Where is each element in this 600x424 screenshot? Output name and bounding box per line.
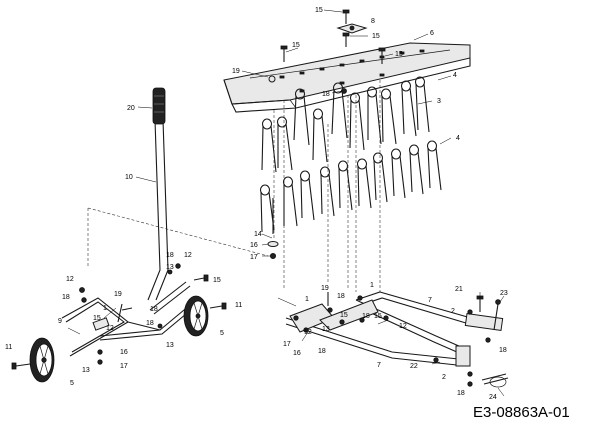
alignment-lines: [87, 80, 381, 292]
callout-12: 12: [304, 329, 312, 336]
spring-tine: [312, 108, 328, 163]
callout-18: 18: [499, 347, 507, 354]
spring-tines-lower-row: [259, 140, 442, 233]
rail-bolts: [268, 9, 386, 94]
callout-15: 15: [93, 315, 101, 322]
callout-7: 7: [428, 297, 432, 304]
callout-9: 9: [58, 318, 62, 325]
callout-3: 3: [437, 98, 441, 105]
callout-17: 17: [250, 254, 258, 261]
callout-18: 18: [146, 320, 154, 327]
callout-2: 2: [451, 308, 455, 315]
spring-tine: [331, 82, 348, 139]
callout-15: 15: [372, 33, 380, 40]
callout-6: 6: [430, 30, 434, 37]
callout-15: 15: [374, 313, 382, 320]
callout-15: 15: [292, 42, 300, 49]
tine-mounting-rail: [223, 42, 471, 113]
tow-bar-assembly: [285, 291, 509, 388]
spring-tine: [390, 148, 406, 199]
callout-18: 18: [457, 390, 465, 397]
bolt-washer-nut-stack: [267, 198, 279, 259]
wheel-left: [29, 337, 55, 383]
spring-tine: [380, 88, 397, 145]
callout-15: 15: [213, 277, 221, 284]
callout-10: 10: [125, 174, 133, 181]
callout-18: 18: [318, 348, 326, 355]
callout-18: 18: [150, 306, 158, 313]
callout-8: 8: [371, 18, 375, 25]
spring-tine: [366, 86, 382, 145]
callout-5: 5: [70, 380, 74, 387]
callout-4: 4: [453, 72, 457, 79]
callout-1: 1: [370, 282, 374, 289]
callout-19: 19: [321, 285, 329, 292]
callout-14: 14: [254, 231, 262, 238]
callout-12: 12: [184, 252, 192, 259]
axle-bolts: [11, 274, 227, 370]
callout-1: 1: [305, 296, 309, 303]
callout-12: 12: [106, 325, 114, 332]
callout-18: 18: [362, 313, 370, 320]
callout-2: 2: [442, 374, 446, 381]
callout-20: 20: [127, 105, 135, 112]
spring-tine: [276, 116, 293, 171]
callout-18: 18: [337, 293, 345, 300]
callout-17: 17: [120, 363, 128, 370]
drawing-code: E3-08863A-01: [473, 404, 570, 421]
callout-15: 15: [395, 51, 403, 58]
left-wheel-frame: [61, 263, 199, 365]
callout-15: 15: [340, 312, 348, 319]
callout-11: 11: [5, 344, 12, 351]
push-handle: [147, 87, 169, 301]
spring-tine: [408, 144, 424, 195]
spring-tine: [299, 170, 315, 221]
callout-12: 12: [66, 276, 74, 283]
callout-19: 19: [232, 68, 240, 75]
callout-16: 16: [250, 242, 258, 249]
callout-17: 17: [283, 341, 291, 348]
spring-tine: [293, 88, 310, 146]
spring-tine: [337, 160, 353, 211]
spring-tine: [319, 166, 335, 217]
callout-12: 12: [399, 323, 407, 330]
callout-21: 21: [455, 286, 463, 293]
callout-4: 4: [456, 135, 460, 142]
callout-1: 1: [103, 305, 107, 312]
callout-5: 5: [220, 330, 224, 337]
callout-11: 11: [235, 302, 242, 309]
callout-18: 18: [322, 91, 330, 98]
spring-tine: [356, 158, 372, 209]
callout-16: 16: [120, 349, 128, 356]
callout-7: 7: [377, 362, 381, 369]
callout-13: 13: [82, 367, 90, 374]
callout-15: 15: [315, 7, 323, 14]
spring-tine: [372, 152, 388, 203]
spring-tine: [349, 92, 365, 151]
leader-lines: [67, 9, 505, 397]
spring-tine: [259, 184, 275, 233]
spring-tine: [414, 76, 430, 133]
spring-tine: [426, 140, 442, 191]
spring-tine: [261, 118, 277, 173]
callout-18: 18: [166, 252, 174, 259]
callout-labels: 15 8 15 6 15 15 19 4 18 3 20 4 10 14 16 …: [5, 7, 508, 401]
spring-tines-upper-row: [261, 76, 430, 173]
wheel-right: [183, 295, 209, 337]
spring-tine: [400, 80, 417, 137]
callout-23: 23: [500, 290, 508, 297]
callout-24: 24: [489, 394, 497, 401]
top-bracket-plate: [336, 23, 368, 34]
callout-22: 22: [410, 363, 418, 370]
callout-16: 16: [293, 350, 301, 357]
callout-13: 13: [322, 326, 330, 333]
callout-18: 18: [62, 294, 70, 301]
callout-19: 19: [114, 291, 122, 298]
callout-13: 13: [166, 264, 174, 271]
callout-13: 13: [166, 342, 174, 349]
spring-tine: [282, 176, 298, 227]
